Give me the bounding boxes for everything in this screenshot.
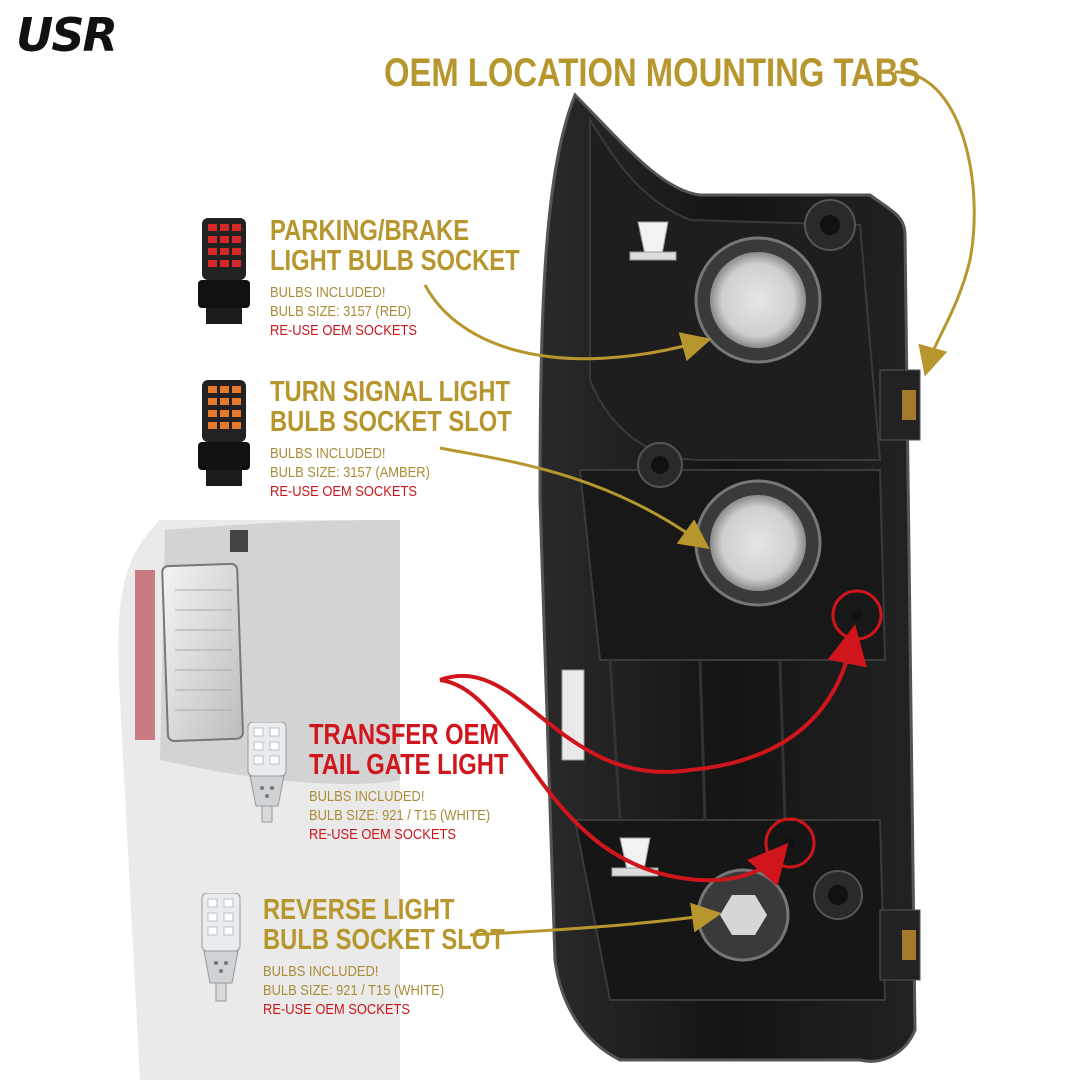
parking-brake-title-line2: LIGHT BULB SOCKET [270, 245, 520, 278]
tailgate-bulbs-included: BULBS INCLUDED! [309, 787, 425, 805]
parking-brake-title-line1: PARKING/BRAKE [270, 215, 470, 247]
reverse-arrow [469, 902, 722, 937]
tailgate-arrow-upper [439, 624, 867, 774]
tailgate-callout: TRANSFER OEM TAIL GATE LIGHT BULBS INCLU… [309, 720, 552, 844]
mounting-tabs-title: OEM LOCATION MOUNTING TABS [384, 51, 921, 95]
parking-brake-socket [694, 236, 822, 364]
reverse-reuse-sockets: RE-USE OEM SOCKETS [263, 1000, 410, 1018]
turn-signal-title-line1: TURN SIGNAL LIGHT [270, 376, 511, 408]
tailgate-title-line1: TRANSFER OEM [309, 719, 500, 751]
turn-signal-bulb-size: BULB SIZE: 3157 (AMBER) [270, 463, 430, 481]
amber-bulb-icon [198, 380, 250, 486]
turn-signal-reuse-sockets: RE-USE OEM SOCKETS [270, 482, 417, 500]
reverse-title-line1: REVERSE LIGHT [263, 894, 455, 926]
turn-signal-socket [694, 479, 822, 607]
reverse-socket [696, 868, 790, 962]
parking-brake-bulb-size: BULB SIZE: 3157 (RED) [270, 302, 412, 320]
tailgate-bulb-size: BULB SIZE: 921 / T15 (WHITE) [309, 806, 491, 824]
turn-signal-arrow [439, 446, 710, 550]
turn-signal-title-line2: BULB SOCKET SLOT [270, 406, 512, 439]
white-bulb-icon-reverse [201, 893, 241, 1002]
reverse-bulb-size: BULB SIZE: 921 / T15 (WHITE) [263, 981, 445, 999]
parking-brake-arrow [423, 284, 712, 362]
tailgate-details: BULBS INCLUDED! BULB SIZE: 921 / T15 (WH… [309, 787, 518, 844]
turn-signal-callout: TURN SIGNAL LIGHT BULB SOCKET SLOT BULBS… [270, 377, 565, 501]
brand-logo: USR [16, 8, 118, 62]
reverse-title-line2: BULB SOCKET SLOT [263, 924, 505, 957]
parking-brake-details: BULBS INCLUDED! BULB SIZE: 3157 (RED) RE… [270, 283, 532, 340]
turn-signal-details: BULBS INCLUDED! BULB SIZE: 3157 (AMBER) … [270, 444, 524, 501]
parking-brake-bulbs-included: BULBS INCLUDED! [270, 283, 386, 301]
tailgate-reuse-sockets: RE-USE OEM SOCKETS [309, 825, 456, 843]
reverse-details: BULBS INCLUDED! BULB SIZE: 921 / T15 (WH… [263, 962, 517, 1019]
reverse-bulbs-included: BULBS INCLUDED! [263, 962, 379, 980]
reverse-callout: REVERSE LIGHT BULB SOCKET SLOT BULBS INC… [263, 895, 558, 1019]
white-bulb-icon-tailgate [247, 722, 287, 823]
red-bulb-icon [198, 218, 250, 324]
tailgate-arrow-lower [439, 678, 789, 887]
parking-brake-reuse-sockets: RE-USE OEM SOCKETS [270, 321, 417, 339]
turn-signal-bulbs-included: BULBS INCLUDED! [270, 444, 386, 462]
mounting-tabs-arrow [894, 70, 976, 377]
parking-brake-callout: PARKING/BRAKE LIGHT BULB SOCKET BULBS IN… [270, 216, 575, 340]
tailgate-title-line2: TAIL GATE LIGHT [309, 749, 509, 782]
